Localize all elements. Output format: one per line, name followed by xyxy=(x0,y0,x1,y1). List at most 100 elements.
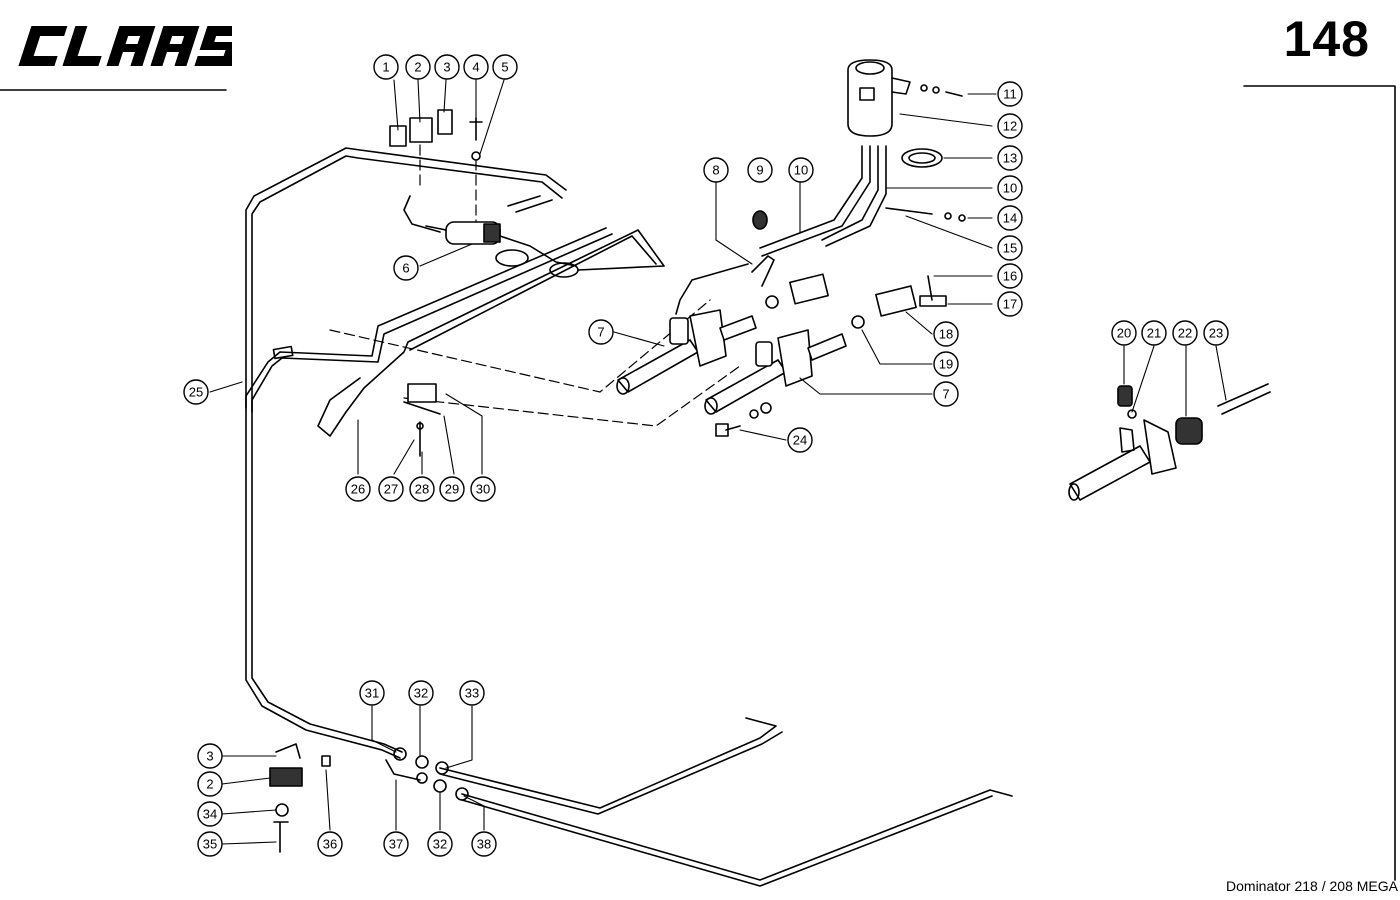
callout-number: 15 xyxy=(1003,241,1017,256)
callout-circle xyxy=(997,263,1023,289)
callout-circle xyxy=(1172,320,1198,346)
callout-circle xyxy=(933,351,959,377)
pipe-coil-a xyxy=(495,249,529,267)
callout-c11: 11 xyxy=(997,81,1023,107)
callout-c4: 4 xyxy=(463,54,489,80)
pipe-38-inner xyxy=(461,795,993,887)
callout-number: 21 xyxy=(1147,326,1161,341)
callout-c10a: 10 xyxy=(788,157,814,183)
callout-circle xyxy=(470,476,496,502)
callout-circle xyxy=(997,175,1023,201)
pipe-38 xyxy=(461,789,1013,881)
callout-circle xyxy=(933,321,959,347)
callout-circle xyxy=(588,319,614,345)
callout-number: 22 xyxy=(1178,326,1192,341)
callout-circle xyxy=(788,157,814,183)
callout-number: 2 xyxy=(206,777,213,792)
callout-circle xyxy=(997,291,1023,317)
callout-number: 13 xyxy=(1003,151,1017,166)
callout-circle xyxy=(703,157,729,183)
callout-number: 2 xyxy=(414,60,421,75)
callout-c12: 12 xyxy=(997,113,1023,139)
clip-3 xyxy=(437,109,453,135)
callout-number: 8 xyxy=(712,163,719,178)
callout-number: 6 xyxy=(402,261,409,276)
callout-circle xyxy=(997,235,1023,261)
callout-c2: 2 xyxy=(405,54,431,80)
callout-c30: 30 xyxy=(470,476,496,502)
hose-a2 xyxy=(761,145,871,257)
callout-circle xyxy=(197,831,223,857)
callout-number: 31 xyxy=(365,686,379,701)
callout-c17: 17 xyxy=(997,291,1023,317)
callout-number: 37 xyxy=(389,837,403,852)
callout-number: 35 xyxy=(203,837,217,852)
callout-number: 9 xyxy=(756,163,763,178)
callout-c28: 28 xyxy=(409,476,435,502)
callout-c34: 34 xyxy=(197,801,223,827)
callout-c2b: 2 xyxy=(197,771,223,797)
bolt-35 xyxy=(273,821,289,853)
callout-number: 28 xyxy=(415,482,429,497)
hose-b xyxy=(821,145,879,241)
callout-number: 16 xyxy=(1003,269,1017,284)
pipe-26-inner xyxy=(409,235,657,351)
callout-c14: 14 xyxy=(997,205,1023,231)
callout-c9: 9 xyxy=(747,157,773,183)
pipe-25-fitting xyxy=(272,345,294,360)
reservoir xyxy=(847,59,911,137)
callout-number: 7 xyxy=(597,325,604,340)
callout-c29: 29 xyxy=(439,476,465,502)
claas-logo xyxy=(18,26,232,66)
callout-number: 18 xyxy=(939,327,953,342)
callout-number: 32 xyxy=(433,837,447,852)
callout-circle xyxy=(471,831,497,857)
callout-c25: 25 xyxy=(183,379,209,405)
callout-number: 24 xyxy=(793,433,807,448)
connector-upper xyxy=(789,273,829,305)
callout-c22: 22 xyxy=(1172,320,1198,346)
callout-number: 10 xyxy=(1003,181,1017,196)
pipe-coil-b xyxy=(549,262,579,278)
callout-number: 26 xyxy=(351,482,365,497)
pipe-26 xyxy=(317,229,665,437)
callout-circle xyxy=(439,476,465,502)
callout-circle xyxy=(1141,320,1167,346)
callout-c27: 27 xyxy=(378,476,404,502)
callout-c6: 6 xyxy=(393,255,419,281)
connector-18 xyxy=(875,285,917,317)
centerline-a xyxy=(329,299,711,393)
callout-number: 3 xyxy=(206,749,213,764)
callout-circle xyxy=(345,476,371,502)
callout-circle xyxy=(405,54,431,80)
callout-number: 23 xyxy=(1209,326,1223,341)
centerline-b xyxy=(403,365,741,427)
callout-number: 20 xyxy=(1117,326,1131,341)
clip-2-lower xyxy=(269,767,303,787)
callout-number: 11 xyxy=(1003,87,1017,102)
callout-c19: 19 xyxy=(933,351,959,377)
callout-circle xyxy=(197,771,223,797)
callout-circle xyxy=(1111,320,1137,346)
clip-30 xyxy=(407,383,437,403)
callout-number: 12 xyxy=(1003,119,1017,134)
leader-lines xyxy=(209,79,1227,845)
hose-a xyxy=(759,145,863,249)
callout-c8: 8 xyxy=(703,157,729,183)
callout-c37: 37 xyxy=(383,831,409,857)
callout-circle xyxy=(492,54,518,80)
callout-circle xyxy=(1203,320,1229,346)
clip-3-lower xyxy=(275,743,301,759)
callout-circle xyxy=(197,801,223,827)
callout-c7b: 7 xyxy=(933,381,959,407)
callout-number: 25 xyxy=(189,385,203,400)
seal-9 xyxy=(752,210,768,230)
callout-c21: 21 xyxy=(1141,320,1167,346)
callout-number: 38 xyxy=(477,837,491,852)
clip-29 xyxy=(403,401,441,415)
hose-8 xyxy=(675,263,749,315)
callout-number: 5 xyxy=(501,60,508,75)
brake-pipe-main xyxy=(245,147,567,759)
